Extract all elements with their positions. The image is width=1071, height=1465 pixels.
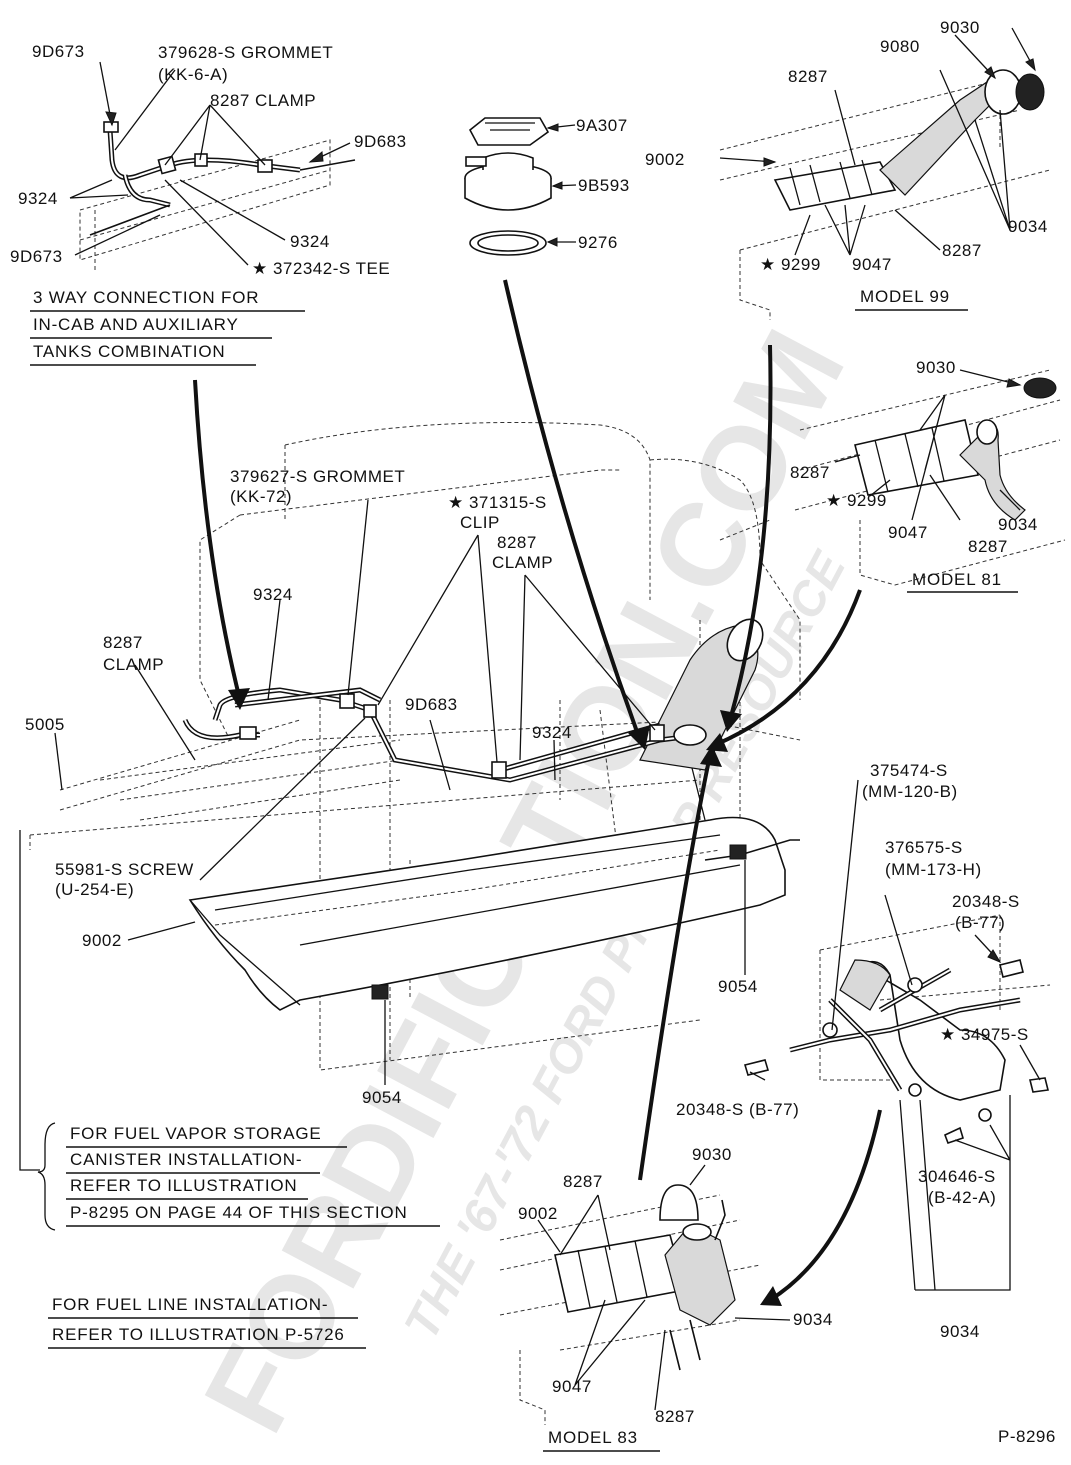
label-372342-tee: ★ 372342-S TEE bbox=[252, 259, 390, 278]
label-375474: 375474-S bbox=[870, 761, 948, 780]
note-vapor-storage: FOR FUEL VAPOR STORAGE CANISTER INSTALLA… bbox=[19, 830, 440, 1231]
label-m99-9299: ★ 9299 bbox=[760, 255, 821, 274]
label-m99-9047: 9047 bbox=[852, 255, 892, 274]
label-376575: 376575-S bbox=[885, 838, 963, 857]
label-m81-9299: ★ 9299 bbox=[826, 491, 887, 510]
label-379628-grommet: 379628-S GROMMET bbox=[158, 43, 333, 62]
label-m99-8287-bottom: 8287 bbox=[942, 241, 982, 260]
inset-three-way-connection bbox=[69, 61, 356, 270]
label-371315-clip-word: CLIP bbox=[460, 513, 500, 532]
label-8287-clamp-top: 8287 CLAMP bbox=[210, 91, 316, 110]
label-9054-bottom: 9054 bbox=[362, 1088, 402, 1107]
label-9324-mid-b: 9324 bbox=[532, 723, 572, 742]
label-20348-top: 20348-S bbox=[952, 892, 1020, 911]
label-m99-9080: 9080 bbox=[880, 37, 920, 56]
note-vapor-line-3: REFER TO ILLUSTRATION bbox=[70, 1176, 297, 1195]
label-m83-8287-bottom: 8287 bbox=[655, 1407, 695, 1426]
label-34975: ★ 34975-S bbox=[940, 1025, 1029, 1044]
label-m99-9034: 9034 bbox=[1008, 217, 1048, 236]
note-vapor-line-2: CANISTER INSTALLATION- bbox=[70, 1150, 302, 1169]
model-99-assembly bbox=[719, 27, 1051, 320]
label-379628-code: (KK-6-A) bbox=[158, 65, 228, 84]
label-9d673-top: 9D673 bbox=[32, 42, 85, 61]
label-8287-clamp-left-num: 8287 bbox=[103, 633, 143, 652]
label-9d673-bottom: 9D673 bbox=[10, 247, 63, 266]
label-9d683-top: 9D683 bbox=[354, 132, 407, 151]
label-20348-mid: 20348-S (B-77) bbox=[676, 1100, 799, 1119]
label-m81-8287-left: 8287 bbox=[790, 463, 830, 482]
model-81-assembly bbox=[794, 369, 1066, 586]
label-m83-title: MODEL 83 bbox=[548, 1428, 638, 1447]
label-375474-code: (MM-120-B) bbox=[862, 782, 958, 801]
label-m99-8287-top: 8287 bbox=[788, 67, 828, 86]
label-8287-clamp-mid-word: CLAMP bbox=[492, 553, 553, 572]
label-5005: 5005 bbox=[25, 715, 65, 734]
label-9054-right: 9054 bbox=[718, 977, 758, 996]
model-83-assembly bbox=[499, 1164, 791, 1425]
label-8287-clamp-left-word: CLAMP bbox=[103, 655, 164, 674]
label-m83-8287-top: 8287 bbox=[563, 1172, 603, 1191]
figure-id: P-8296 bbox=[998, 1427, 1056, 1446]
label-m81-8287-bottom: 8287 bbox=[968, 537, 1008, 556]
filler-cap-parts bbox=[464, 117, 577, 256]
note-three-way-line-1: 3 WAY CONNECTION FOR bbox=[33, 288, 259, 307]
label-9276: 9276 bbox=[578, 233, 618, 252]
label-9b593: 9B593 bbox=[578, 176, 630, 195]
label-m83-9047: 9047 bbox=[552, 1377, 592, 1396]
note-fuel-line-2: REFER TO ILLUSTRATION P-5726 bbox=[52, 1325, 345, 1344]
label-m81-9047: 9047 bbox=[888, 523, 928, 542]
label-m99-title: MODEL 99 bbox=[860, 287, 950, 306]
label-m81-9034: 9034 bbox=[998, 515, 1038, 534]
label-304646: 304646-S bbox=[918, 1167, 996, 1186]
label-55981-code: (U-254-E) bbox=[55, 880, 134, 899]
label-m83-9030: 9030 bbox=[692, 1145, 732, 1164]
connection-arrows bbox=[193, 279, 882, 1306]
label-m81-9030: 9030 bbox=[916, 358, 956, 377]
label-m83-9034: 9034 bbox=[793, 1310, 833, 1329]
label-55981-screw: 55981-S SCREW bbox=[55, 860, 194, 879]
note-vapor-line-4: P-8295 ON PAGE 44 OF THIS SECTION bbox=[70, 1203, 408, 1222]
note-three-way: 3 WAY CONNECTION FOR IN-CAB AND AUXILIAR… bbox=[30, 288, 305, 366]
label-9324-mid-a: 9324 bbox=[253, 585, 293, 604]
note-fuel-line-1: FOR FUEL LINE INSTALLATION- bbox=[52, 1295, 328, 1314]
note-fuel-line: FOR FUEL LINE INSTALLATION- REFER TO ILL… bbox=[48, 1295, 366, 1349]
label-379627-grommet: 379627-S GROMMET bbox=[230, 467, 405, 486]
label-379627-code: (KK-72) bbox=[230, 487, 292, 506]
label-m81-title: MODEL 81 bbox=[912, 570, 1002, 589]
label-m83-9002: 9002 bbox=[518, 1204, 558, 1223]
label-9d683-mid: 9D683 bbox=[405, 695, 458, 714]
label-8287-clamp-mid-num: 8287 bbox=[497, 533, 537, 552]
filler-bracket-assembly bbox=[743, 779, 1051, 1291]
label-376575-code: (MM-173-H) bbox=[885, 860, 982, 879]
label-bracket-9034: 9034 bbox=[940, 1322, 980, 1341]
note-three-way-line-3: TANKS COMBINATION bbox=[33, 342, 225, 361]
label-9324-right: 9324 bbox=[290, 232, 330, 251]
label-9324-left: 9324 bbox=[18, 189, 58, 208]
note-three-way-line-2: IN-CAB AND AUXILIARY bbox=[33, 315, 239, 334]
label-371315-clip: ★ 371315-S bbox=[448, 493, 547, 512]
label-304646-code: (B-42-A) bbox=[928, 1188, 996, 1207]
label-20348-top-code: (B-77) bbox=[955, 913, 1005, 932]
label-9002-tank: 9002 bbox=[82, 931, 122, 950]
label-m99-9002: 9002 bbox=[645, 150, 685, 169]
label-m99-9030: 9030 bbox=[940, 18, 980, 37]
note-vapor-line-1: FOR FUEL VAPOR STORAGE bbox=[70, 1124, 322, 1143]
label-9a307: 9A307 bbox=[576, 116, 628, 135]
